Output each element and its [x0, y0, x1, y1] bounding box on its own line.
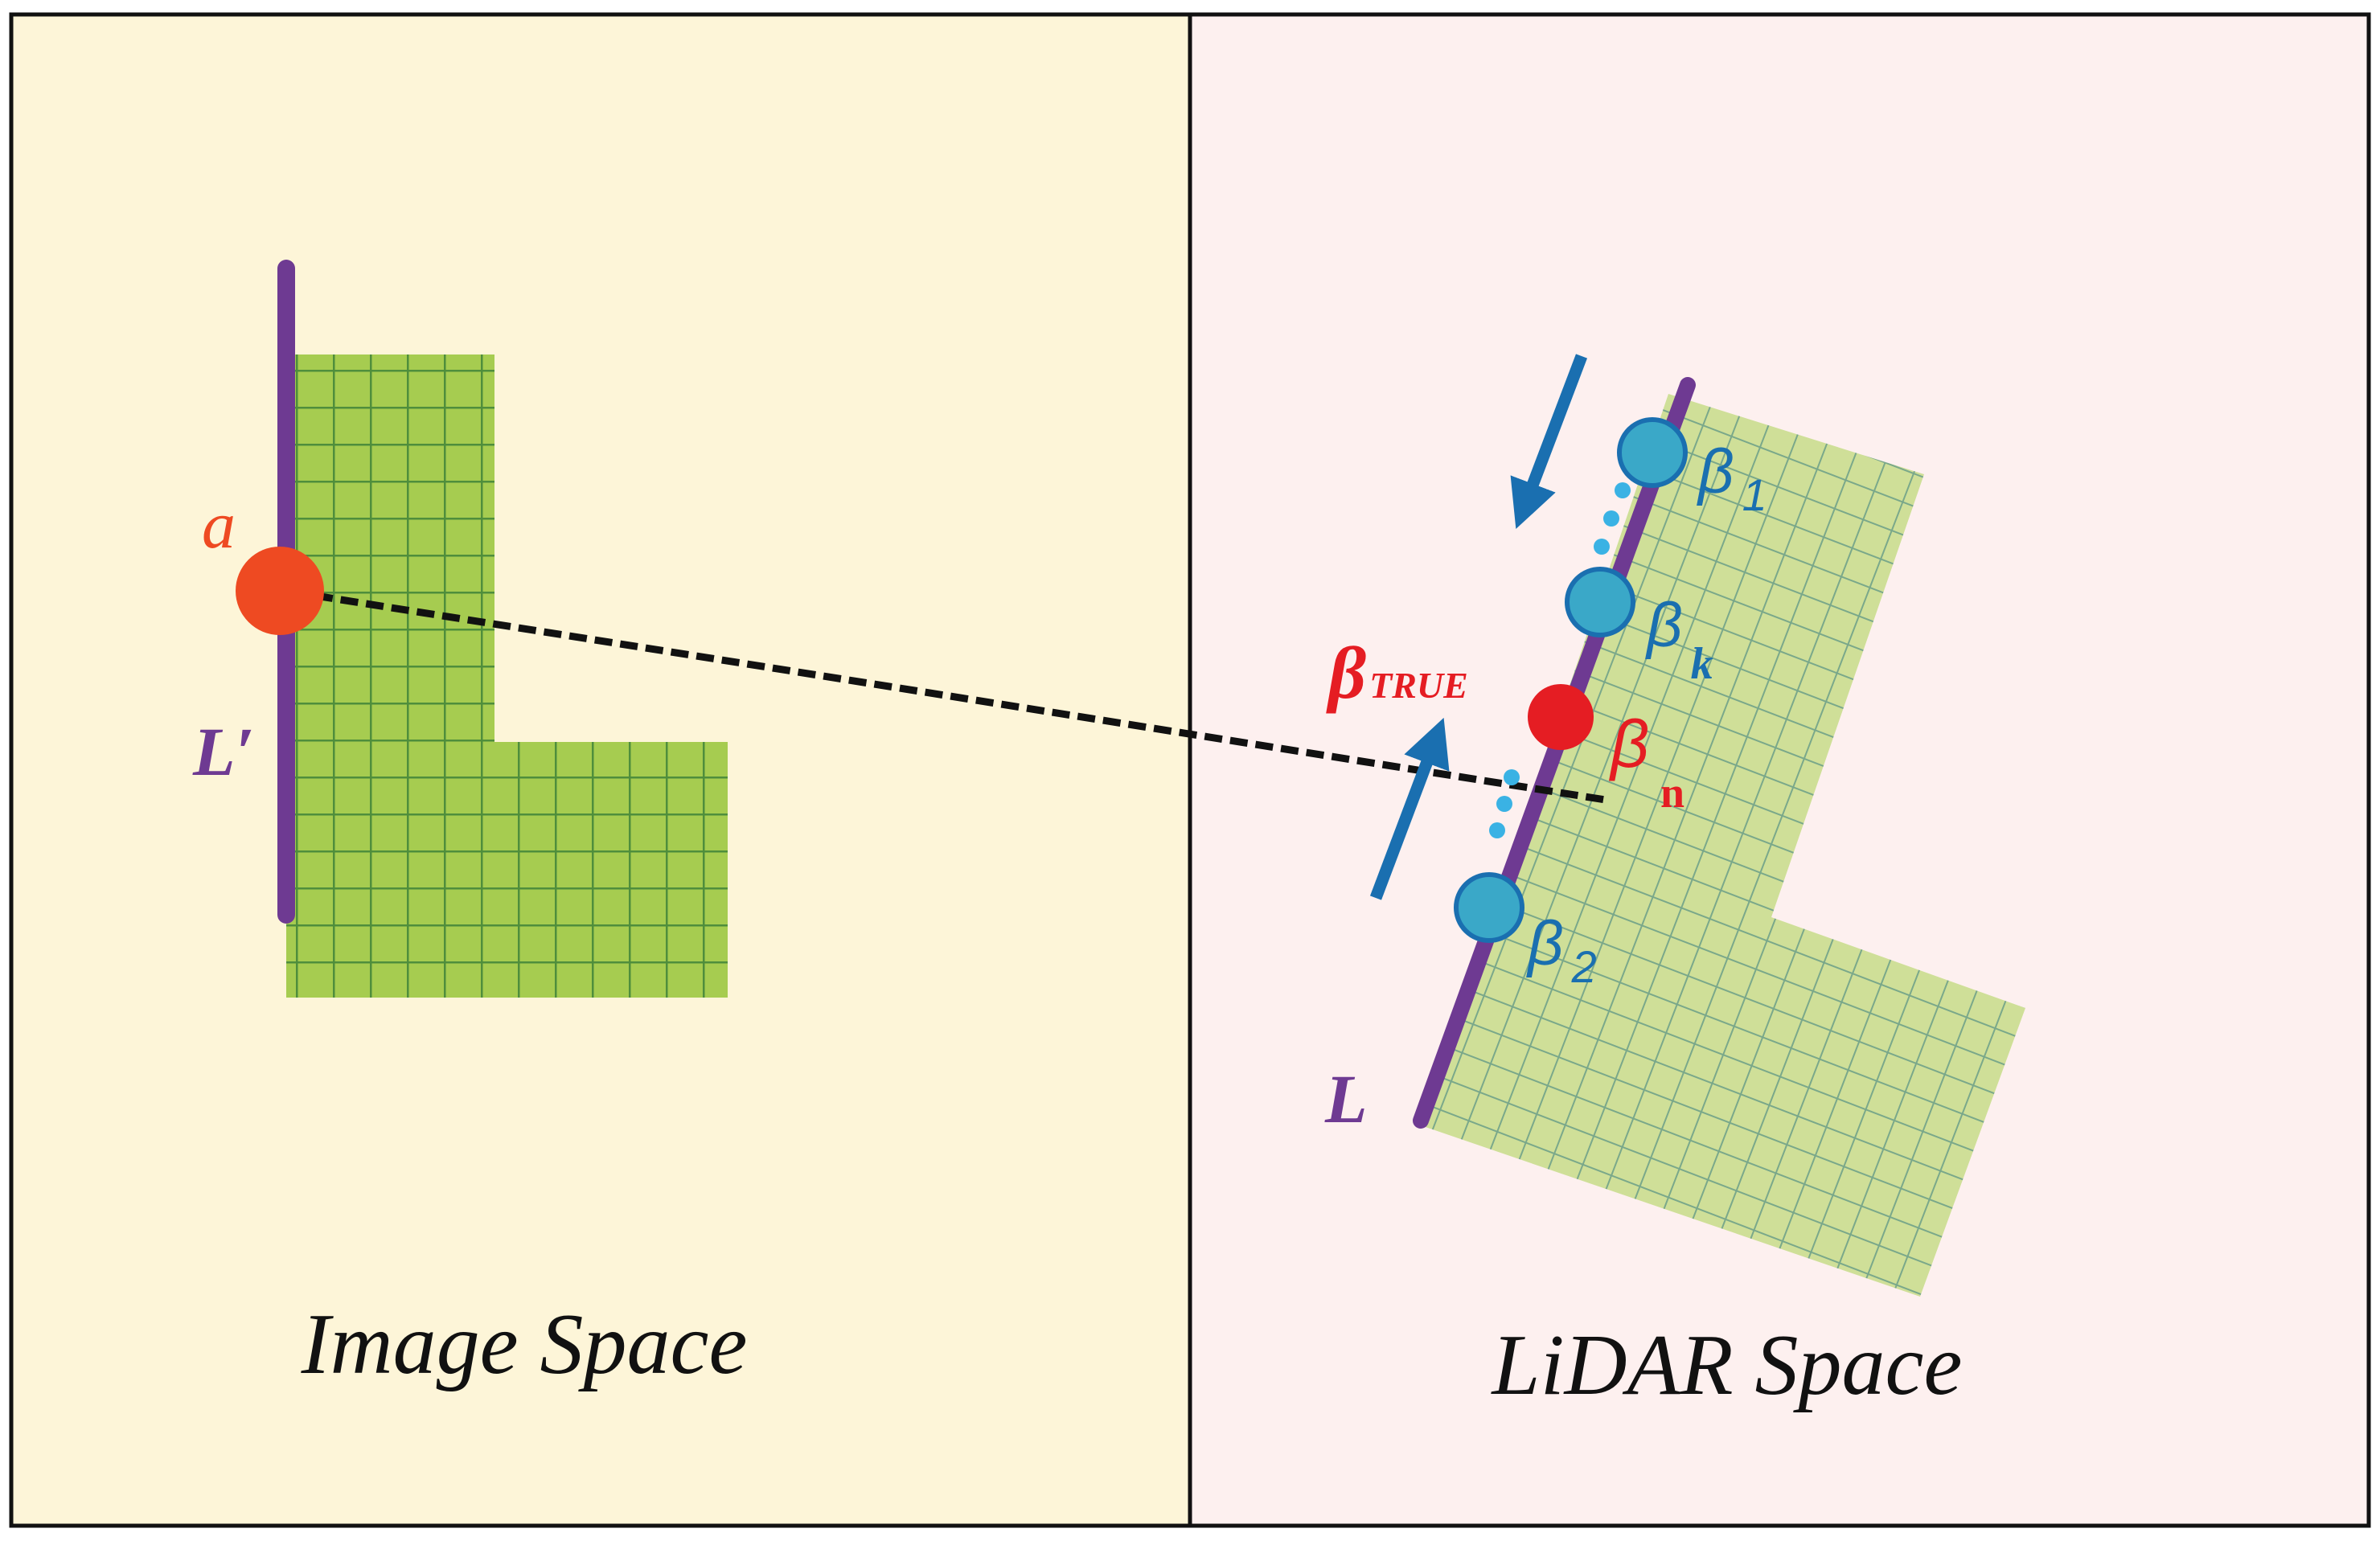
- label-point-a: a: [202, 488, 236, 563]
- image-l-shape: [286, 354, 728, 998]
- projection-dashed-line: [314, 592, 1611, 805]
- dot-lower-3: [1489, 822, 1505, 838]
- dot-upper-1: [1615, 482, 1631, 498]
- point-beta-k: [1565, 567, 1635, 637]
- dot-upper-3: [1594, 539, 1610, 555]
- caption-lidar-space: LiDAR Space: [1491, 1318, 1963, 1413]
- label-line-l-prime: L′: [192, 713, 255, 790]
- label-beta-true: βTRUE: [1326, 632, 1468, 714]
- label-line-l: L: [1324, 1060, 1368, 1137]
- arrow-up-icon: [1369, 717, 1450, 900]
- point-beta-true: [1528, 684, 1594, 750]
- point-beta-1: [1617, 417, 1688, 488]
- label-beta-k: βk: [1645, 589, 1713, 689]
- caption-image-space: Image Space: [301, 1297, 748, 1392]
- dot-upper-2: [1603, 510, 1619, 527]
- label-beta-n: βn: [1608, 706, 1684, 817]
- dot-lower-1: [1504, 769, 1520, 785]
- point-a: [236, 547, 324, 635]
- lidar-l-shape: [1421, 394, 2025, 1297]
- arrow-down-icon: [1510, 354, 1588, 530]
- point-beta-2: [1454, 872, 1524, 943]
- lidar-line-l: [1413, 377, 1696, 1129]
- dot-lower-2: [1496, 796, 1512, 812]
